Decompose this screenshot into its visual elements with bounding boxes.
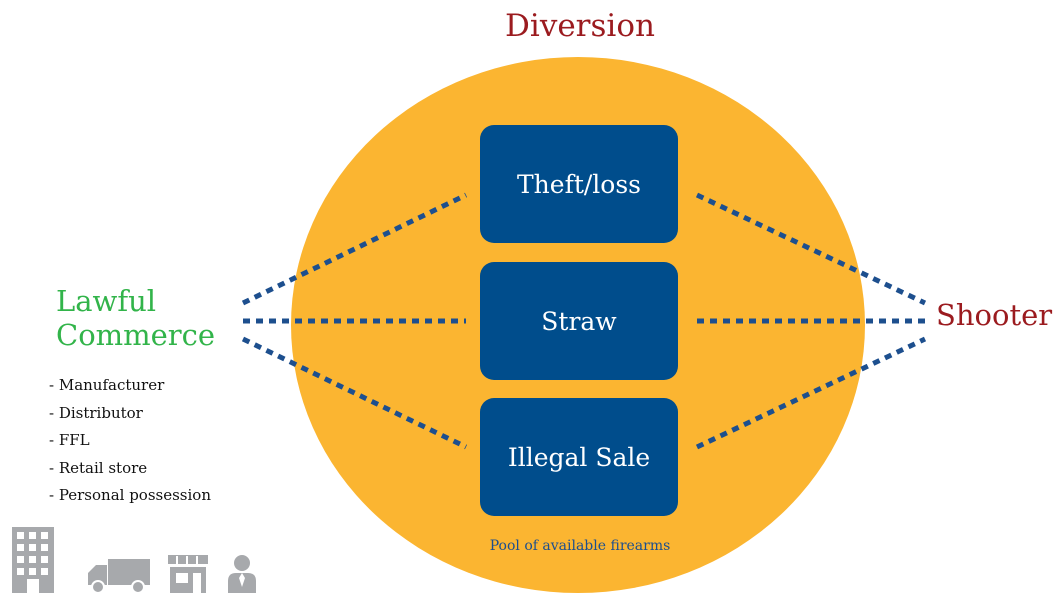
theft-loss-box: Theft/loss <box>480 125 678 243</box>
connector-theft-to-shooter <box>695 192 927 306</box>
office-building-icon <box>12 527 54 593</box>
list-item: - Distributor <box>49 403 143 422</box>
list-item: - Personal possession <box>49 486 211 504</box>
list-item: - Manufacturer <box>49 376 165 394</box>
commerce-source-list: - Manufacturer - Distributor - FFL - Ret… <box>49 372 211 510</box>
diagram-title: Diversion <box>505 8 655 44</box>
list-item: - FFL <box>49 431 90 449</box>
theft-loss-label: Theft/loss <box>517 169 641 199</box>
illegal-sale-box: Illegal Sale <box>480 398 678 516</box>
straw-box: Straw <box>480 262 678 380</box>
delivery-truck-icon <box>88 559 150 594</box>
lawful-commerce-label: Lawful Commerce <box>56 284 216 352</box>
right-connectors <box>695 192 927 450</box>
commerce-icons <box>12 527 256 594</box>
storefront-icon <box>168 555 208 593</box>
illegal-sale-label: Illegal Sale <box>507 442 651 472</box>
straw-label: Straw <box>541 306 617 336</box>
connector-left-to-theft <box>241 192 468 306</box>
left-connectors <box>241 192 468 450</box>
connector-left-to-illegal-sale <box>241 336 468 450</box>
list-item: - Retail store <box>49 458 148 477</box>
shooter-label: Shooter <box>936 298 1053 332</box>
person-icon <box>228 555 256 593</box>
pool-label: Pool of available firearms <box>489 538 671 554</box>
connector-illegal-sale-to-shooter <box>695 336 927 450</box>
